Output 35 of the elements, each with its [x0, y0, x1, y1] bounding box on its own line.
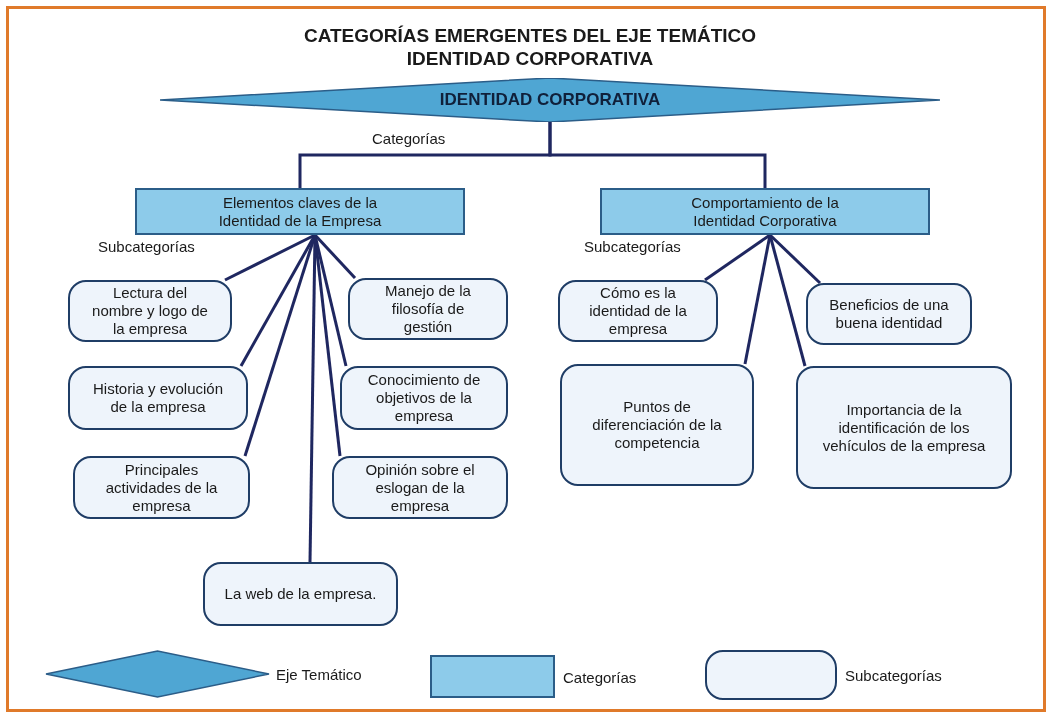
subcategory-box — [332, 456, 508, 519]
node-label: Puntos de diferenciación de la competencia — [591, 398, 723, 452]
category-box — [135, 188, 465, 235]
node-label: Conocimiento de objetivos de la empresa — [366, 371, 482, 425]
legend-label: Categorías — [563, 667, 637, 688]
node-label: Principales actividades de la empresa — [104, 460, 219, 515]
subcategory-box — [73, 456, 250, 519]
node-label: Lectura del nombre y logo de la empresa — [91, 284, 209, 338]
node-label: Beneficios de una buena identidad — [828, 296, 950, 332]
node-label: Elementos claves de la Identidad de la Empresa — [217, 193, 383, 230]
legend-label: Eje Temático — [276, 665, 362, 685]
subcategory-box — [340, 366, 508, 430]
node-label: Cómo es la identidad de la empresa — [588, 284, 688, 338]
connector-line — [743, 234, 772, 365]
node-label: La web de la empresa. — [224, 585, 377, 603]
connector-line — [224, 233, 316, 282]
subcategory-box — [558, 280, 718, 342]
node-label: Historia y evolución de la empresa — [91, 380, 225, 416]
subcategory-box — [560, 364, 754, 486]
subcategory-box — [806, 283, 972, 345]
node-label: IDENTIDAD CORPORATIVA — [439, 89, 661, 112]
connector-line — [704, 233, 771, 282]
node-label: Importancia de la identificación de los vehículos de la empresa — [821, 400, 987, 455]
connector-line — [548, 122, 767, 188]
subcategory-box — [68, 366, 248, 430]
node-label: Manejo de la filosofía de gestión — [384, 282, 472, 336]
category-box — [600, 188, 930, 235]
subcategory-box — [203, 562, 398, 626]
legend-label: Subcategorías — [845, 666, 942, 686]
subcategory-box — [68, 280, 232, 342]
node-label: Opinión sobre el eslogan de la empresa — [364, 460, 476, 515]
diagram-title: CATEGORÍAS EMERGENTES DEL EJE TEMÁTICO IDENTIDAD CORPORATIVA — [302, 24, 758, 70]
subcategory-box — [348, 278, 508, 340]
subcategory-box — [796, 366, 1012, 489]
node-label: Comportamiento de la Identidad Corporativa — [690, 193, 840, 230]
